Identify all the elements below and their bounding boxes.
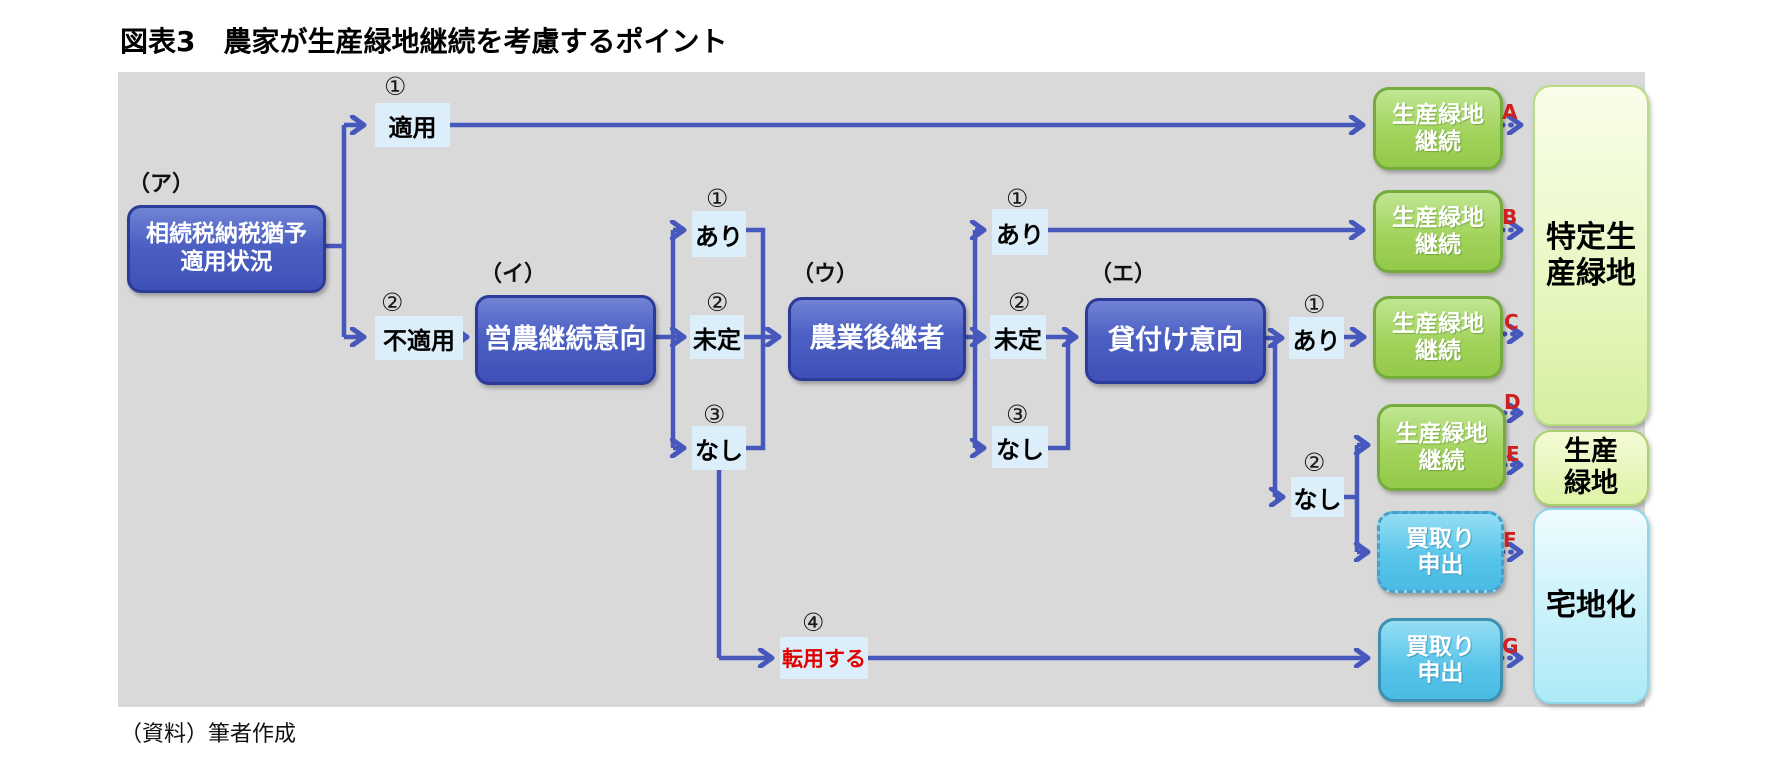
source-caption: （資料）筆者作成 [120, 721, 297, 746]
route-label-g: G [1502, 634, 1519, 658]
decision-farming-continuation-intent: 営農継続意向 [475, 295, 656, 385]
option-apply: 適用 [375, 103, 450, 147]
circled-3-successor-no: ③ [1006, 400, 1029, 429]
option-not-apply: 不適用 [375, 316, 463, 360]
route-label-c: C [1504, 310, 1519, 334]
circled-1-lease-yes: ① [1303, 290, 1326, 319]
option-lease-yes: あり [1289, 317, 1344, 359]
circled-1-farming-yes: ① [706, 184, 729, 213]
option-successor-yes: あり [992, 209, 1048, 255]
result-takuchika: 宅地化 [1533, 508, 1649, 704]
diagram-background [118, 72, 1645, 707]
circled-2-lease-no: ② [1303, 448, 1326, 477]
option-successor-undecided: 未定 [990, 315, 1046, 359]
marker-i: （イ） [480, 262, 547, 287]
option-farming-undecided: 未定 [690, 315, 744, 359]
outcome-green-continue-a: 生産緑地 継続 [1373, 87, 1503, 170]
outcome-green-continue-d: 生産緑地 継続 [1377, 404, 1506, 491]
circled-1-successor-yes: ① [1006, 184, 1029, 213]
circled-3-farming-no: ③ [703, 400, 726, 429]
decision-inheritance-tax-deferral: 相続税納税猶予 適用状況 [127, 205, 326, 293]
option-successor-no: なし [992, 426, 1048, 468]
result-tokutei-seisan-ryokuchi: 特定生 産緑地 [1533, 85, 1649, 426]
circled-4-convert: ④ [802, 608, 825, 637]
circled-2-farming-undecided: ② [706, 288, 729, 317]
circled-2-not-apply: ② [381, 288, 404, 317]
option-convert-land: 転用する [780, 637, 868, 679]
decision-agricultural-successor: 農業後継者 [788, 297, 966, 381]
marker-u: （ウ） [792, 262, 859, 287]
result-seisan-ryokuchi: 生産 緑地 [1533, 430, 1649, 506]
option-lease-no: なし [1291, 477, 1344, 517]
circled-1-apply: ① [384, 72, 407, 101]
route-label-d: D [1504, 390, 1521, 414]
outcome-green-continue-b: 生産緑地 継続 [1373, 190, 1503, 273]
marker-a: （ア） [128, 172, 195, 197]
outcome-buyback-request: 買取り 申出 [1378, 618, 1503, 702]
route-label-f: F [1503, 528, 1517, 552]
option-farming-no: なし [692, 426, 746, 470]
outcome-green-continue-c: 生産緑地 継続 [1373, 296, 1503, 379]
figure-title: 図表3 農家が生産緑地継続を考慮するポイント [120, 25, 728, 58]
option-farming-yes: あり [692, 211, 746, 257]
route-label-a: A [1502, 100, 1518, 124]
route-label-b: B [1502, 205, 1518, 229]
route-label-e: E [1506, 442, 1520, 466]
outcome-buyback-request-dashed: 買取り 申出 [1377, 511, 1504, 593]
circled-2-successor-undecided: ② [1008, 288, 1031, 317]
marker-e: （エ） [1090, 262, 1157, 287]
decision-lease-intent: 貸付け意向 [1085, 298, 1266, 384]
